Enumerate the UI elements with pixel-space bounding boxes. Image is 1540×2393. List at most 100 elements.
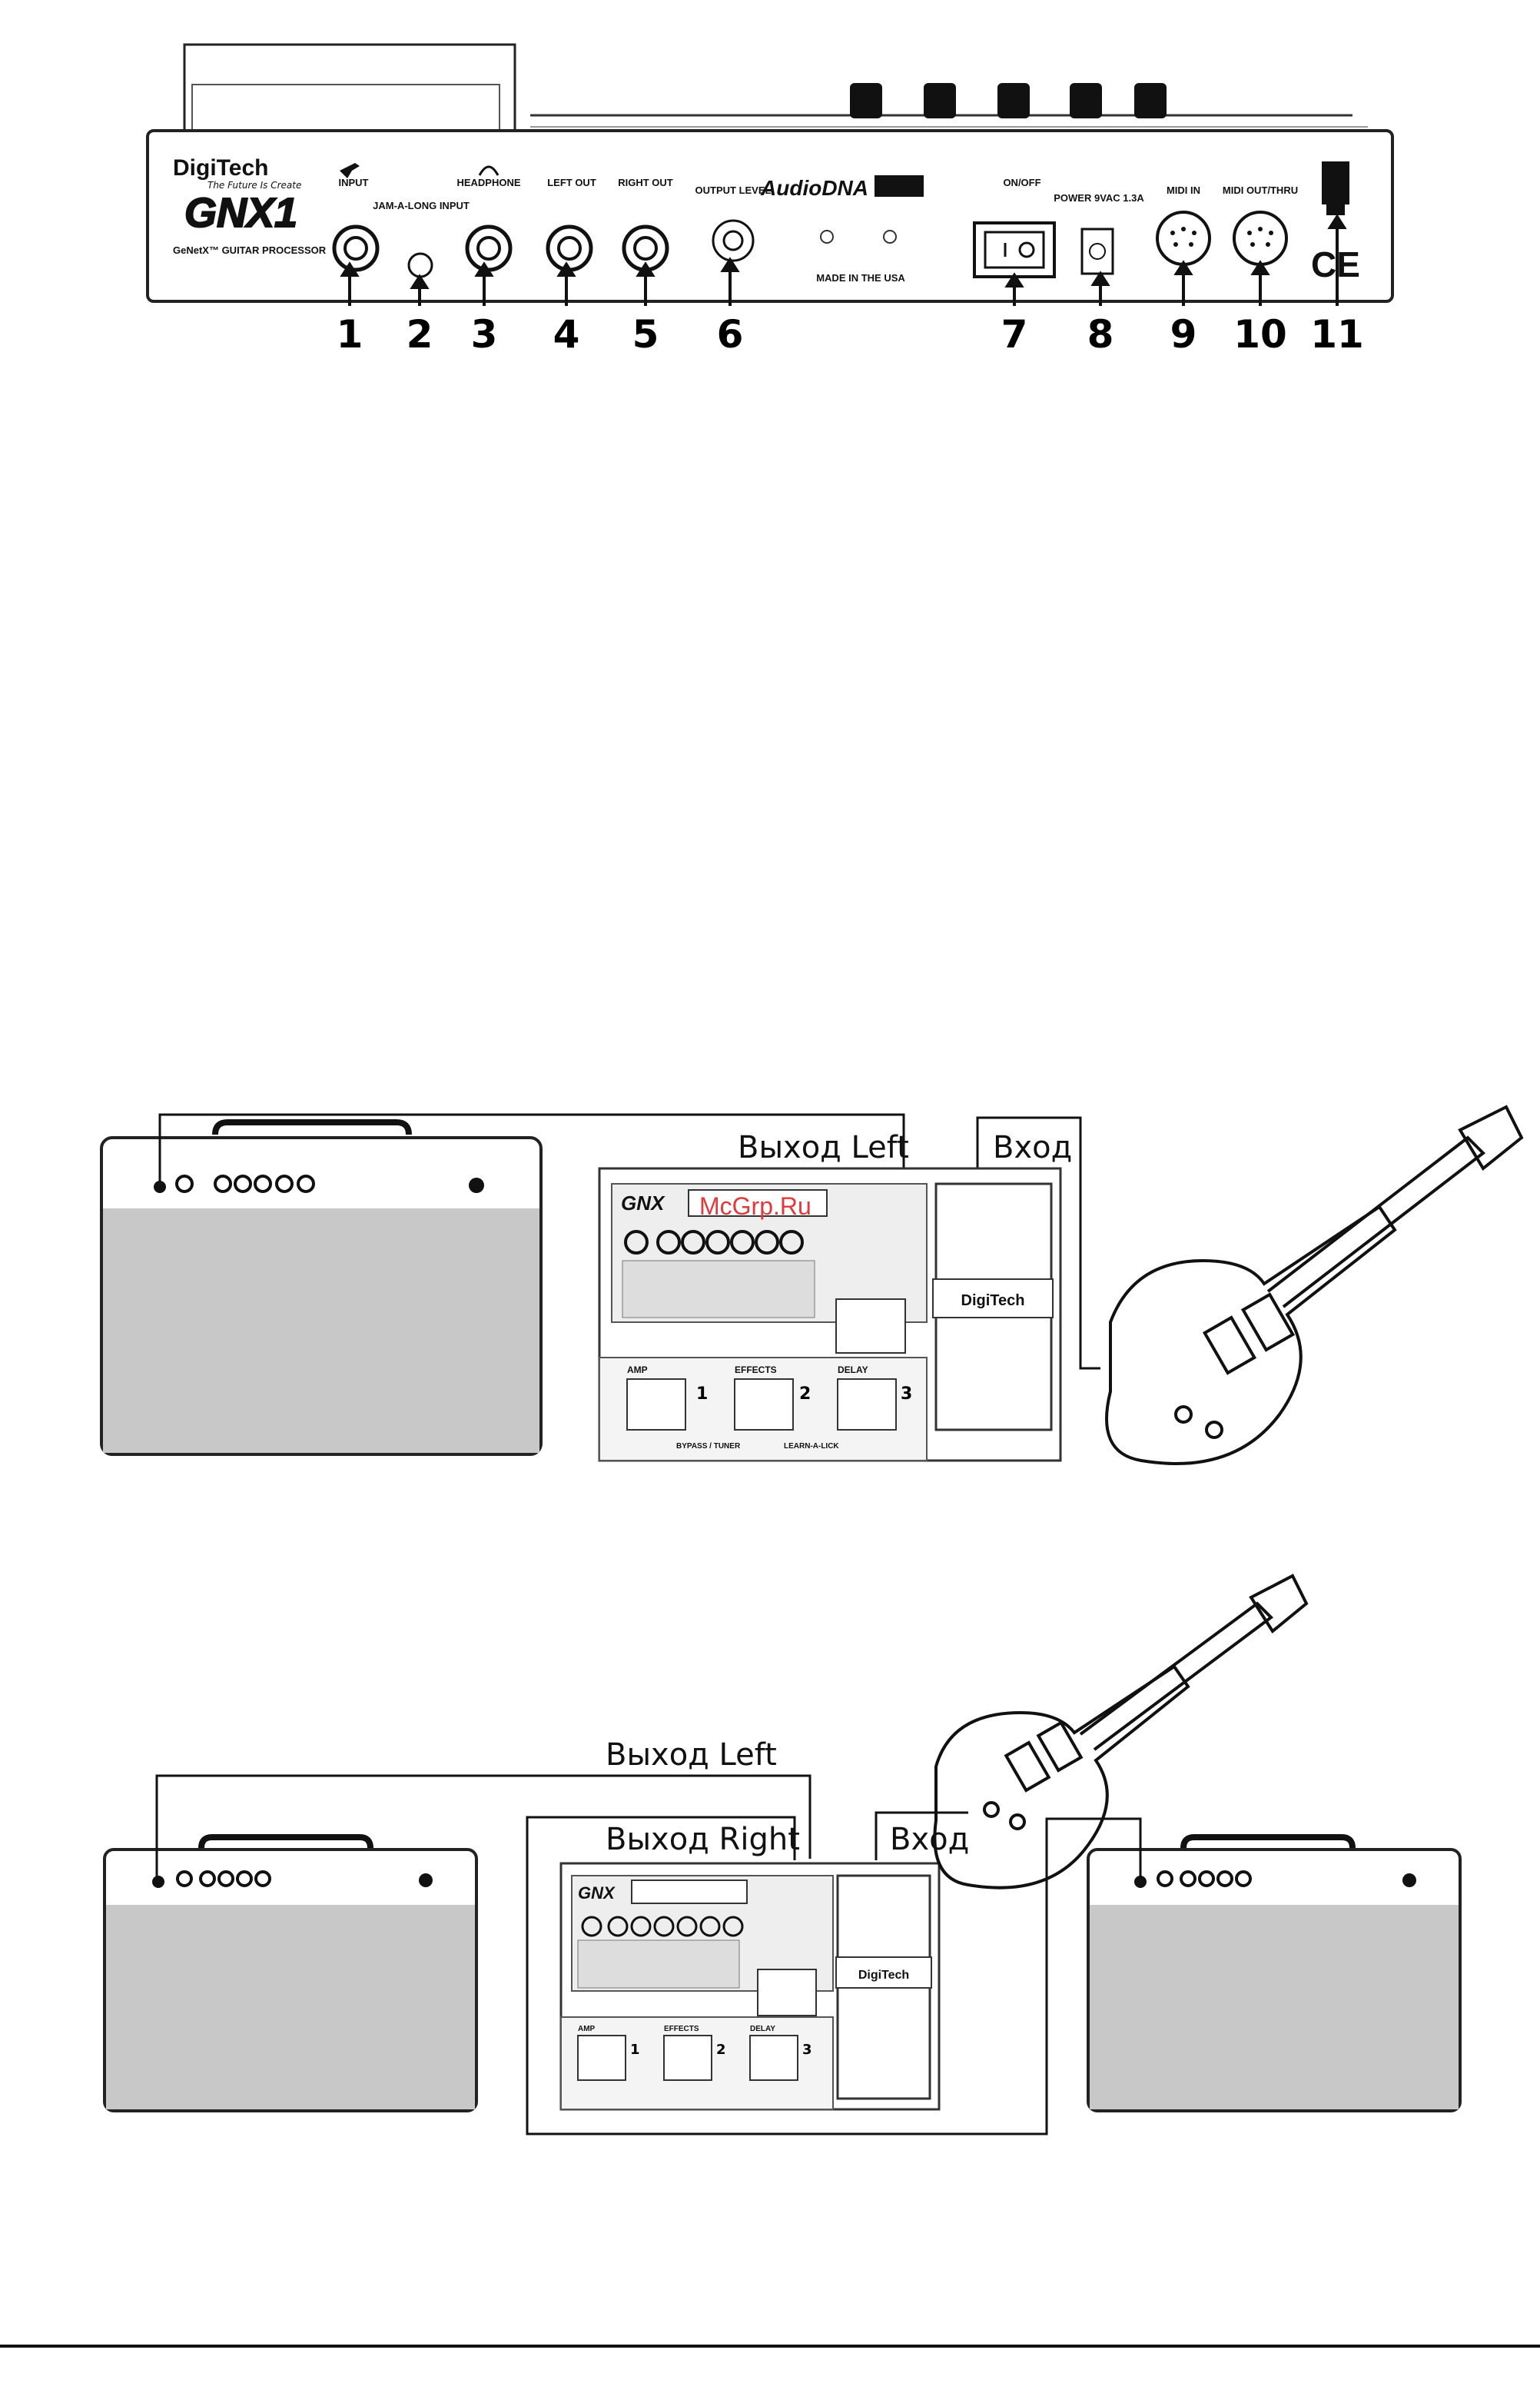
callout-1: 1 [337, 312, 363, 357]
learn-label: LEARN-A-LICK [784, 1442, 839, 1451]
guitar [933, 1574, 1309, 1889]
label-left-out: LEFT OUT [547, 177, 596, 188]
label-on-off: ON/OFF [1003, 177, 1040, 188]
svg-text:DELAY: DELAY [750, 2025, 775, 2033]
svg-text:1: 1 [630, 2042, 640, 2058]
knob [997, 83, 1030, 118]
label-input: INPUT [339, 177, 369, 188]
cable-left-out [158, 1113, 905, 1184]
audio-dna-logo: AudioDNA [760, 175, 924, 200]
callout-8: 8 [1087, 312, 1114, 357]
processor-knobs [581, 1916, 744, 1937]
rear-panel: DigiTech The Future Is Create GNX1 GeNet… [146, 43, 1394, 357]
pedal-hinge [191, 84, 500, 131]
effects-matrix [622, 1260, 815, 1318]
amplifier-right [1087, 1834, 1462, 2112]
model-logo: GNX1 [184, 190, 297, 236]
diagram-stereo: Выход Left Выход Right Вход GNX DigiTech [103, 1574, 1462, 2135]
label-midi-out-thru: MIDI OUT/THRU [1223, 184, 1298, 196]
knob [1070, 83, 1102, 118]
footswitch-effects: EFFECTS 2 [734, 1364, 811, 1431]
watermark: McGrp.Ru [699, 1192, 811, 1220]
callout-2: 2 [407, 312, 433, 357]
callout-arrows [340, 214, 1347, 306]
label-headphone: HEADPHONE [456, 177, 520, 188]
svg-text:2: 2 [716, 2042, 726, 2058]
callout-4: 4 [553, 312, 580, 357]
callout-11: 11 [1310, 312, 1364, 357]
svg-text:3: 3 [802, 2042, 812, 2058]
footswitch-effects: EFFECTS 2 [663, 2025, 726, 2081]
lock-slot-icon [1322, 161, 1349, 215]
callout-10: 10 [1233, 312, 1287, 357]
callout-7: 7 [1001, 312, 1028, 357]
svg-text:EFFECTS: EFFECTS [735, 1364, 777, 1375]
diagram-mono: Выход Left Вход GNX DigiTech [100, 1105, 1524, 1465]
screw [883, 230, 897, 244]
processor-knobs [624, 1230, 804, 1255]
amplifier-left [103, 1834, 478, 2112]
label-power: POWER 9VAC 1.3A [1054, 192, 1144, 204]
pedal-brand: DigiTech [858, 1969, 909, 1982]
svg-text:2: 2 [799, 1384, 811, 1404]
footswitch-delay: DELAY 3 [749, 2025, 812, 2081]
knob [850, 83, 882, 118]
svg-text:EFFECTS: EFFECTS [664, 2025, 699, 2033]
cable-right-out [526, 1816, 1142, 2135]
guitar [1105, 1105, 1524, 1465]
label-output-left: Выход Left [606, 1737, 777, 1773]
label-input: Вход [890, 1822, 969, 1857]
rear-panel-body [146, 129, 1394, 303]
output-level-knob [712, 219, 755, 262]
label-output-left: Выход Left [738, 1130, 909, 1165]
gnx1-processor: GNX DigiTech AMP 1 [559, 1862, 941, 2111]
cable-left-out [155, 1774, 811, 1879]
label-input: Вход [993, 1130, 1072, 1165]
connector-labels: INPUT JAM-A-LONG INPUT HEADPHONE LEFT OU… [339, 177, 1299, 211]
display [631, 1880, 748, 1904]
label-output-level: OUTPUT LEVEL [695, 184, 772, 196]
display [688, 1189, 828, 1217]
knob [924, 83, 956, 118]
guitar-icon [340, 163, 360, 178]
bypass-label: BYPASS / TUNER [676, 1442, 741, 1451]
expression-pedal-top [183, 43, 516, 138]
callout-6: 6 [717, 312, 744, 357]
effects-matrix [577, 1939, 740, 1989]
cable-input [976, 1116, 1100, 1370]
label-output-right: Выход Right [606, 1822, 800, 1857]
bank-switch [835, 1298, 906, 1354]
brand-logo: DigiTech [173, 155, 268, 181]
svg-text:1: 1 [696, 1384, 708, 1404]
label-jam-a-long: JAM-A-LONG INPUT [373, 200, 470, 211]
svg-text:AMP: AMP [578, 2025, 596, 2033]
svg-text:DELAY: DELAY [838, 1364, 868, 1375]
amplifier [100, 1119, 543, 1456]
screw [820, 230, 834, 244]
callout-5: 5 [632, 312, 659, 357]
power-jack [1080, 228, 1114, 275]
label-right-out: RIGHT OUT [618, 177, 673, 188]
svg-text:AMP: AMP [627, 1364, 648, 1375]
made-in-usa: MADE IN THE USA [816, 272, 905, 284]
svg-text:AudioDNA: AudioDNA [760, 176, 868, 200]
processor-model: GNX [621, 1192, 665, 1215]
bank-switch [757, 1969, 817, 2016]
gnx1-processor: GNX DigiTech AMP 1 [598, 1167, 1062, 1462]
brand-tagline: The Future Is Create [207, 180, 301, 191]
footswitch-amp: AMP 1 [577, 2025, 640, 2081]
footswitch-amp: AMP 1 [626, 1364, 708, 1431]
callout-9: 9 [1170, 312, 1197, 357]
callout-3: 3 [471, 312, 498, 357]
svg-text:3: 3 [901, 1384, 912, 1404]
pedal-brand: DigiTech [961, 1292, 1025, 1309]
knob [1134, 83, 1167, 118]
jack-input [332, 224, 380, 272]
top-knobs [850, 83, 1167, 118]
processor-model: GNX [578, 1883, 616, 1903]
footswitch-delay: DELAY 3 [837, 1364, 912, 1431]
product-line: GeNetX™ GUITAR PROCESSOR [173, 244, 327, 256]
headphone-icon [478, 165, 500, 176]
callout-numbers: 1 2 3 4 5 6 7 8 9 10 11 [337, 312, 1364, 357]
